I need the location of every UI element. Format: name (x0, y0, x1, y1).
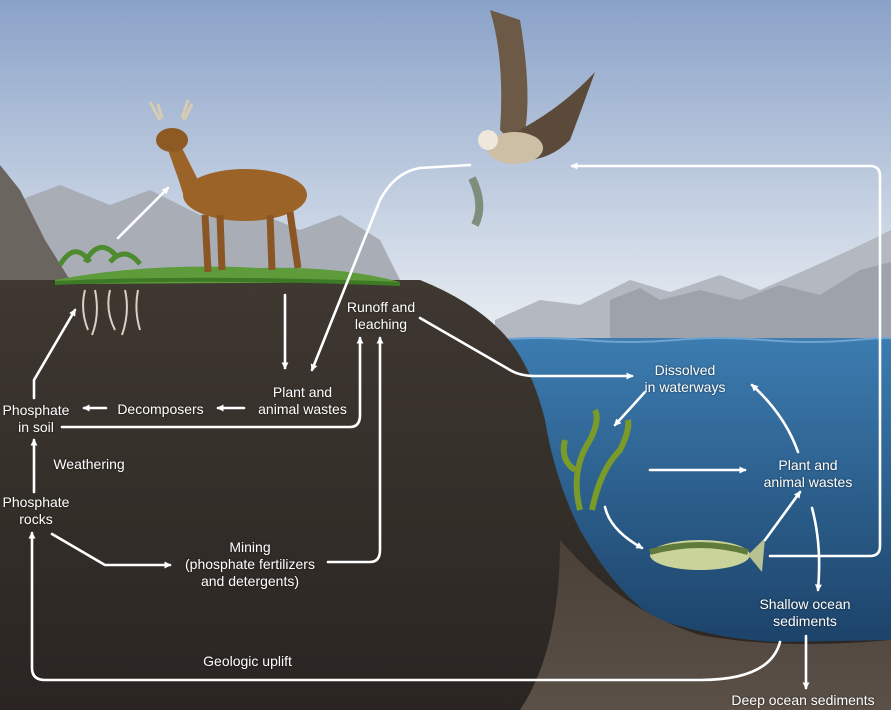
hawk-icon (468, 10, 595, 227)
arrow-mining-to-runoff (326, 336, 384, 564)
soil (0, 280, 891, 710)
arrow-fish-to-water-wastes (763, 490, 802, 542)
weathering-label: Weathering (53, 456, 125, 472)
mountains-icon (0, 165, 891, 345)
arrow-runoff-to-dissolved (418, 316, 634, 380)
arrow-water-wastes-to-shallow (810, 506, 822, 592)
arrow-dissolved-to-seaweed (613, 390, 647, 427)
arrow-soil-to-roots (32, 308, 77, 400)
cycle-arrows (28, 162, 882, 690)
deer-icon (148, 99, 307, 273)
geologic-uplift-label: Geologic uplift (203, 653, 292, 669)
decomposers-label: Decomposers (117, 401, 204, 417)
arrow-roots-to-deer (116, 186, 170, 240)
fish-icon (649, 538, 765, 572)
arrow-rocks-to-mining (50, 532, 172, 569)
arrow-water-wastes-to-dissolved (750, 383, 800, 454)
arrow-geologic-uplift (28, 531, 782, 682)
arrow-hawk-to-land-wastes (310, 163, 472, 372)
plant-roots-icon (82, 289, 141, 336)
arrow-fish-to-hawk (570, 162, 882, 558)
arrow-soil-to-runoff (60, 336, 364, 429)
deep-sediments-label: Deep ocean sediments (731, 692, 875, 708)
arrow-seaweed-to-fish (603, 505, 644, 550)
seaweed-icon (560, 408, 632, 511)
ocean-floor (520, 540, 891, 710)
